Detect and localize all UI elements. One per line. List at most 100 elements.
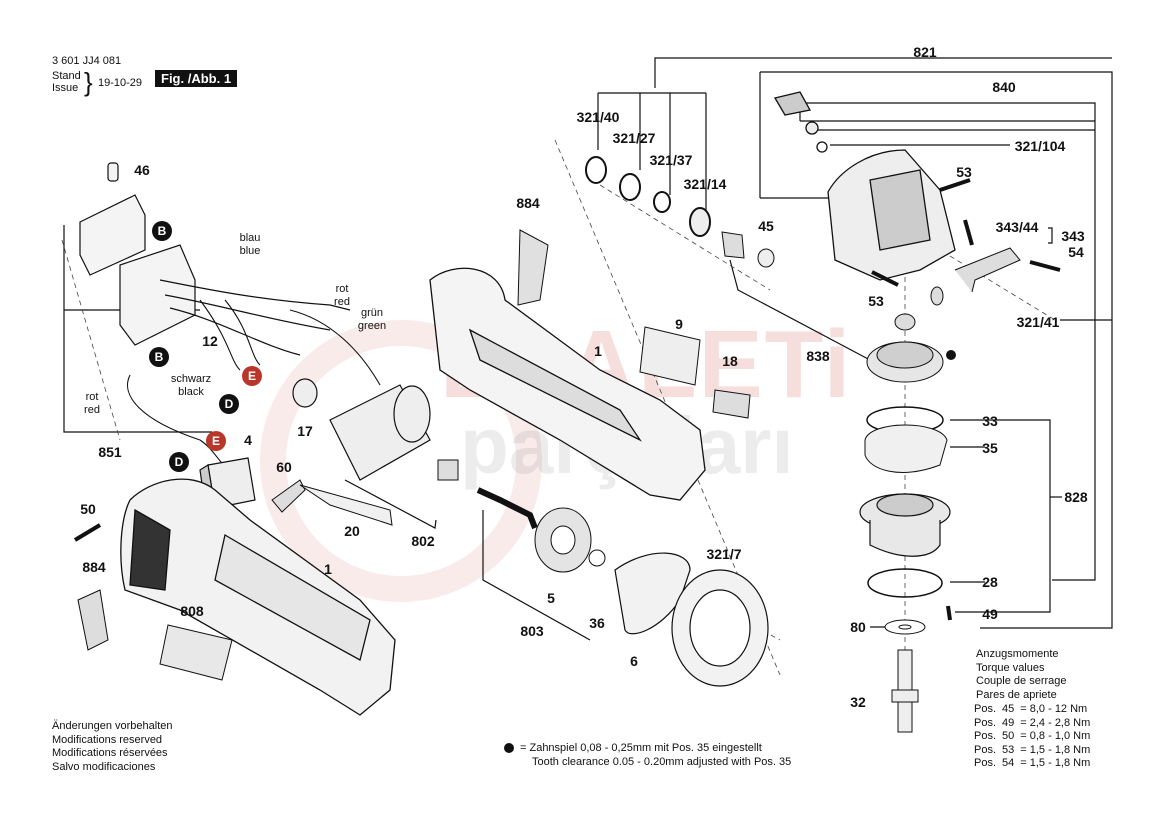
leader-803: [482, 510, 591, 641]
leader-851: [63, 225, 212, 433]
label-45: 45: [758, 218, 774, 234]
label-28: 28: [982, 574, 998, 590]
label-4: 4: [244, 432, 252, 448]
connector-b-top: B: [152, 221, 172, 241]
connector-e-top: E: [242, 366, 262, 386]
label-1-right: 1: [594, 343, 602, 359]
torque-num: 53: [1002, 743, 1015, 756]
torque-value: = 2,4 - 2,8 Nm: [1020, 716, 1091, 729]
torque-row: Pos. 49 = 2,4 - 2,8 Nm: [974, 717, 1096, 731]
torque-title-de: Anzugsmomente: [976, 648, 1059, 660]
torque-value: = 8,0 - 12 Nm: [1020, 703, 1088, 715]
wire-label-black: schwarz black: [170, 373, 212, 398]
wire-label-red-left: rot red: [84, 391, 100, 416]
torque-row: Pos. 54 = 1,5 - 1,8 Nm: [974, 757, 1096, 771]
switch-module: [79, 162, 351, 356]
gear-note-line1: = Zahnspiel 0,08 - 0,25mm mit Pos. 35 ei…: [520, 742, 762, 754]
torque-titles: Anzugsmomente Torque values Couple de se…: [976, 648, 1067, 702]
label-808: 808: [180, 603, 204, 619]
label-33: 33: [982, 413, 998, 429]
label-321-14: 321/14: [683, 176, 727, 192]
torque-num: 49: [1002, 716, 1015, 729]
brace-glyph: }: [84, 67, 93, 97]
label-46: 46: [134, 162, 150, 178]
label-5: 5: [547, 590, 555, 606]
label-840: 840: [992, 79, 1016, 95]
torque-title-es: Pares de apriete: [976, 688, 1057, 701]
gear-note-line2: Tooth clearance 0.05 - 0.20mm adjusted w…: [532, 756, 792, 768]
torque-pos: Pos.: [974, 757, 997, 769]
label-321-37: 321/37: [649, 152, 693, 168]
label-80: 80: [850, 619, 866, 635]
torque-row: Pos. 50 = 0,8 - 1,0 Nm: [974, 730, 1096, 744]
torque-pos: Pos.: [974, 716, 997, 729]
bracket-821b: [760, 71, 1113, 629]
note-de: Änderungen vorbehalten: [52, 720, 173, 732]
label-838: 838: [806, 348, 830, 364]
torque-title-fr: Couple de serrage: [976, 675, 1067, 687]
label-20: 20: [344, 523, 360, 539]
label-321-41: 321/41: [1016, 314, 1060, 330]
housing-left: [120, 478, 396, 716]
label-17: 17: [297, 423, 313, 439]
connector-d-top: D: [219, 394, 239, 414]
torque-value: = 0,8 - 1,0 Nm: [1020, 730, 1091, 742]
torque-row: Pos.45= 8,0 - 12 Nm: [974, 703, 1096, 717]
figure-label: Fig. /Abb. 1: [155, 70, 238, 87]
label-49: 49: [982, 606, 998, 622]
label-36: 36: [589, 615, 605, 631]
torque-num: 54: [1002, 757, 1015, 769]
label-884-top: 884: [516, 195, 540, 211]
torque-row: Pos. 53 = 1,5 - 1,8 Nm: [974, 744, 1096, 758]
bracket-821: [654, 57, 1112, 88]
label-32: 32: [850, 694, 866, 710]
modification-notes: Änderungen vorbehalten Modifications res…: [52, 720, 172, 774]
label-53-bottom: 53: [868, 293, 884, 309]
wire-label-green: grün green: [357, 307, 387, 332]
bevel-gear: [534, 507, 592, 573]
connector-b-mid: B: [149, 347, 169, 367]
torque-num: 50: [1002, 730, 1015, 742]
label-343-44: 343/44: [995, 219, 1039, 235]
crown-gear: [866, 341, 944, 383]
torque-pos: Pos.: [974, 743, 997, 756]
label-12: 12: [202, 333, 218, 349]
connector-d-bottom: D: [169, 452, 189, 472]
label-321-40: 321/40: [576, 109, 620, 125]
issue-label: Issue: [52, 82, 79, 94]
label-53-top: 53: [956, 164, 972, 180]
torque-table: Pos.45= 8,0 - 12 Nm Pos. 49 = 2,4 - 2,8 Nm…: [974, 703, 1096, 771]
torque-pos: Pos.: [974, 703, 997, 715]
issue-date: 19-10-29: [98, 77, 143, 89]
gear-head: [773, 91, 956, 281]
label-54: 54: [1068, 244, 1084, 260]
label-50: 50: [80, 501, 96, 517]
label-35: 35: [982, 440, 998, 456]
label-321-7: 321/7: [706, 546, 742, 562]
label-802: 802: [411, 533, 435, 549]
label-321-27: 321/27: [612, 130, 656, 146]
motor: [292, 378, 431, 481]
note-fr: Modifications réservées: [52, 747, 168, 759]
note-es: Salvo modificaciones: [52, 760, 156, 773]
stand-label: Stand: [52, 70, 81, 82]
label-60: 60: [276, 459, 292, 475]
housing-right: [429, 267, 706, 501]
label-343: 343: [1061, 228, 1085, 244]
torque-pos: Pos.: [974, 730, 997, 742]
torque-title-en: Torque values: [976, 661, 1045, 674]
label-803: 803: [520, 623, 544, 639]
wire-label-blue: blau blue: [239, 232, 261, 257]
bracket-840: [800, 102, 1096, 581]
part-number: 3 601 JJ4 081: [52, 55, 122, 67]
label-851: 851: [98, 444, 122, 460]
label-884-left: 884: [82, 559, 106, 575]
label-6: 6: [630, 653, 638, 669]
torque-value: = 1,5 - 1,8 Nm: [1020, 757, 1091, 769]
connector-e-bottom: E: [206, 431, 226, 451]
label-1-left: 1: [324, 561, 332, 577]
bracket-828: [985, 419, 1051, 613]
label-18: 18: [722, 353, 738, 369]
label-828: 828: [1064, 489, 1088, 505]
torque-value: = 1,5 - 1,8 Nm: [1020, 743, 1091, 756]
